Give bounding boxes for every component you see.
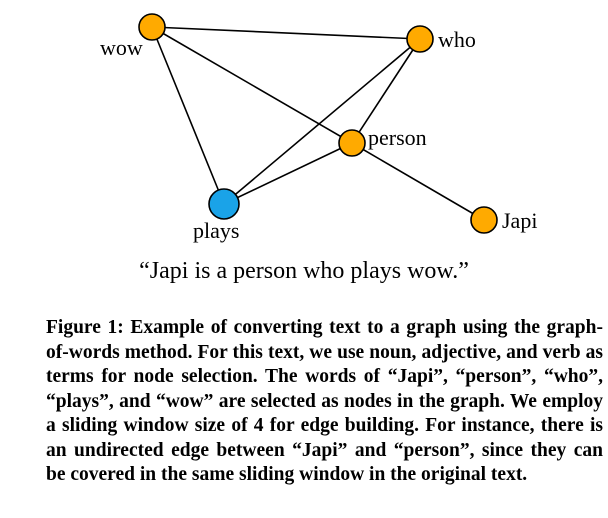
- edge-wow-person: [151, 26, 353, 144]
- node-label-wow: wow: [100, 35, 143, 60]
- node-person: [338, 129, 366, 157]
- node-label-who: who: [438, 27, 476, 52]
- figure-caption: Figure 1: Example of converting text to …: [46, 317, 603, 485]
- graph-node-labels: wow who person plays Japi: [100, 27, 537, 243]
- node-label-plays: plays: [193, 218, 239, 243]
- edge-wow-plays: [151, 26, 225, 205]
- edge-person-japi: [351, 142, 485, 221]
- graph-edges: [151, 26, 485, 221]
- edge-wow-who: [151, 26, 421, 40]
- node-plays: [208, 188, 240, 220]
- node-japi: [470, 206, 498, 234]
- node-wow: [138, 13, 166, 41]
- node-label-japi: Japi: [502, 208, 537, 233]
- edge-person-plays: [223, 142, 353, 205]
- example-sentence: “Japi is a person who plays wow.”: [139, 258, 469, 284]
- graph-nodes: [138, 13, 498, 234]
- edge-who-person: [351, 38, 421, 144]
- node-label-person: person: [368, 125, 427, 150]
- node-who: [406, 25, 434, 53]
- edge-who-plays: [223, 38, 421, 205]
- graph-of-words-diagram: wow who person plays Japi: [100, 13, 537, 243]
